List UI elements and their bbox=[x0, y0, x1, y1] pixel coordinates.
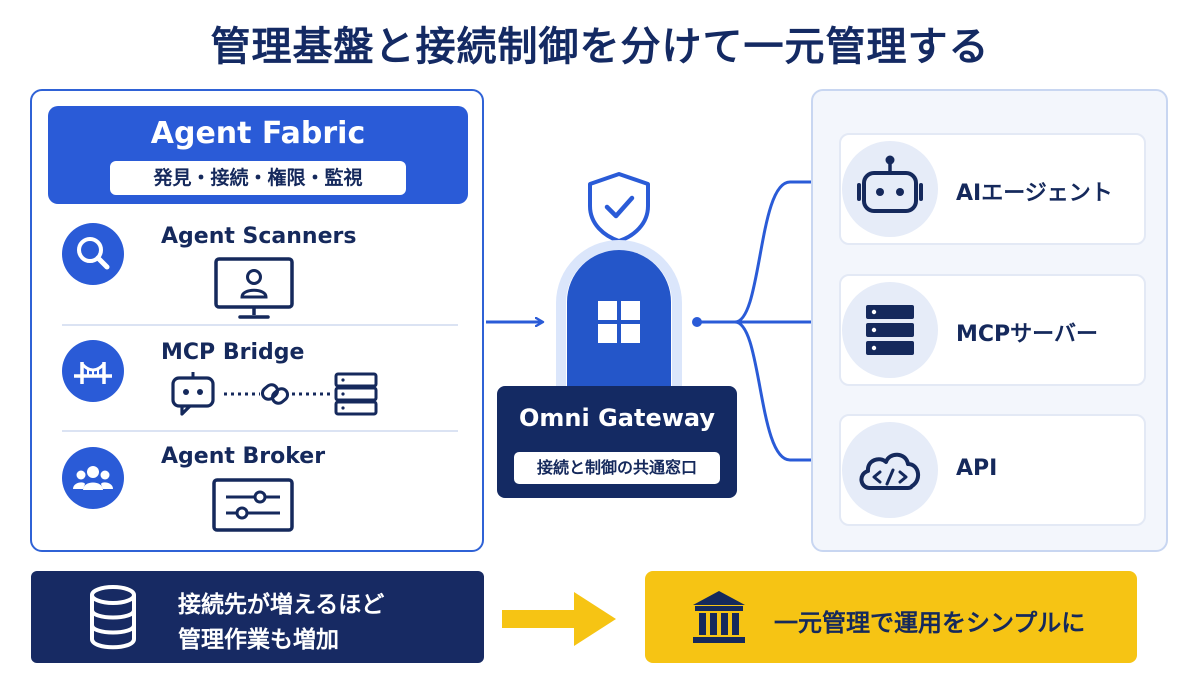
agent-broker-label: Agent Broker bbox=[161, 444, 326, 469]
gateway-arch bbox=[567, 250, 671, 388]
page-title: 管理基盤と接続制御を分けて一元管理する bbox=[210, 24, 990, 70]
bridge-icon bbox=[62, 340, 124, 402]
window-icon bbox=[598, 301, 640, 343]
shield-check-icon bbox=[588, 172, 650, 243]
bank-icon bbox=[693, 591, 745, 643]
divider bbox=[62, 430, 458, 432]
sliders-icon bbox=[212, 478, 294, 532]
omni-gateway-title: Omni Gateway bbox=[519, 404, 715, 432]
arrow-right-icon bbox=[502, 592, 616, 646]
gateway-arch-outline bbox=[556, 240, 682, 390]
mcp-bridge-label: MCP Bridge bbox=[161, 340, 305, 365]
problem-banner bbox=[31, 571, 484, 663]
problem-text-line1: 接続先が増えるほど bbox=[178, 592, 385, 618]
agent-fabric-subtitle: 発見・接続・権限・監視 bbox=[110, 161, 406, 195]
mcp-server-label: MCPサーバー bbox=[956, 322, 1098, 347]
divider bbox=[62, 324, 458, 326]
solution-banner bbox=[645, 571, 1137, 663]
search-icon bbox=[62, 223, 124, 285]
monitor-user-icon bbox=[214, 257, 294, 319]
users-icon bbox=[62, 447, 124, 509]
arrow-to-ai-agent bbox=[697, 182, 826, 324]
cloud-code-icon bbox=[842, 422, 938, 518]
omni-gateway-subtitle: 接続と制御の共通窓口 bbox=[514, 452, 720, 484]
arrow-to-api bbox=[697, 320, 826, 460]
bridge-connection-icon bbox=[171, 372, 378, 416]
agent-fabric-title: Agent Fabric bbox=[150, 116, 366, 151]
problem-text-line2: 管理作業も増加 bbox=[178, 627, 339, 653]
database-icon bbox=[90, 585, 136, 650]
server-icon bbox=[842, 282, 938, 378]
agent-scanners-label: Agent Scanners bbox=[161, 224, 357, 249]
ai-agent-label: AIエージェント bbox=[956, 181, 1113, 206]
robot-icon bbox=[842, 141, 938, 237]
api-label: API bbox=[956, 456, 998, 481]
solution-text: 一元管理で運用をシンプルに bbox=[774, 609, 1086, 637]
